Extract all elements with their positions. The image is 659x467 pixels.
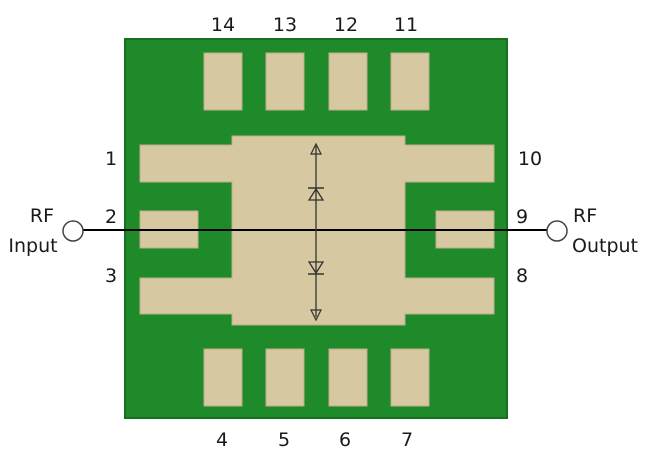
- pin-label-4: 4: [216, 429, 228, 451]
- rf-input-label-line1: RF: [30, 205, 54, 227]
- rf-input-label-line2: Input: [8, 235, 57, 257]
- pin-label-7: 7: [401, 429, 413, 451]
- pin-label-13: 13: [273, 14, 297, 36]
- pin-label-9: 9: [516, 206, 528, 228]
- pad-11: [390, 52, 430, 111]
- rf-output-label-line2: Output: [572, 235, 638, 257]
- pad-14: [203, 52, 243, 111]
- pin-label-8: 8: [516, 265, 528, 287]
- pad-6: [328, 348, 368, 407]
- pin-label-10: 10: [518, 148, 542, 170]
- rf-input-port: [62, 220, 84, 242]
- pad-12: [328, 52, 368, 111]
- pin-label-11: 11: [394, 14, 418, 36]
- pad-5: [265, 348, 305, 407]
- bottom-arrow-icon: [310, 309, 322, 322]
- pin-label-3: 3: [105, 265, 117, 287]
- pad-4: [203, 348, 243, 407]
- upper-diode-icon: [307, 187, 325, 201]
- pin-label-14: 14: [211, 14, 235, 36]
- pin-label-1: 1: [105, 148, 117, 170]
- lower-diode-icon: [307, 261, 325, 275]
- pin-label-6: 6: [339, 429, 351, 451]
- pin-label-12: 12: [334, 14, 358, 36]
- rf-output-label-line1: RF: [573, 205, 597, 227]
- pin-label-5: 5: [278, 429, 290, 451]
- pad-13: [265, 52, 305, 111]
- pad-7: [390, 348, 430, 407]
- top-arrow-icon: [310, 142, 322, 155]
- pin-label-2: 2: [105, 206, 117, 228]
- rf-output-port: [546, 220, 568, 242]
